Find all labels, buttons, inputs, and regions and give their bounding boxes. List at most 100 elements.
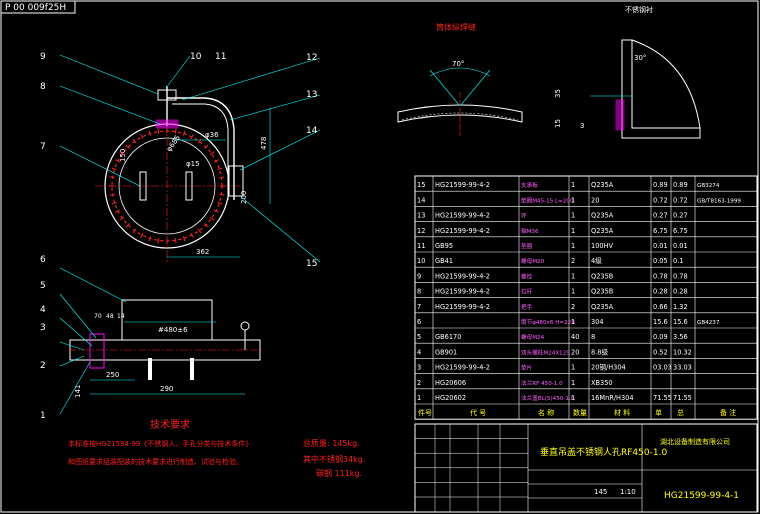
bom-cell-note: GB/T8163-1999 (697, 198, 741, 204)
balloon-14: 14 (306, 126, 318, 136)
bom-cell-name: 螺母M24 (521, 333, 545, 341)
weld-angle-arc (429, 67, 491, 77)
leader-4 (59, 317, 93, 347)
title-bar-box (0, 0, 76, 14)
leader-14 (239, 129, 321, 171)
leader-6 (59, 267, 127, 303)
bom-cell-mat: 20 (591, 196, 599, 204)
title-bar-text: P 00 009f25H (5, 3, 66, 13)
bom-cell-w1: 0.28 (653, 288, 668, 296)
bom-cell-mat: 304 (591, 318, 604, 326)
bom-cell-name: 把手 (521, 303, 533, 311)
bolt-tick (204, 144, 209, 149)
weld-angle-line-2 (459, 69, 491, 107)
bom-cell-w1: 6.75 (653, 227, 668, 235)
bom-cell-name: 轴M36 (521, 227, 539, 235)
bolt-tick (213, 209, 219, 213)
bom-cell-mat: 20钢/H304 (591, 364, 626, 372)
leader-7 (59, 145, 141, 187)
bom-cell-w2: 3.56 (673, 333, 688, 341)
balloon-1: 1 (40, 411, 46, 421)
weld-detail-label: 筒体纵焊缝 (436, 22, 476, 32)
tb-weight-value: 145 (594, 488, 607, 496)
bom-cell-no: 8 (417, 288, 421, 296)
bom-cell-qty: 2 (571, 303, 575, 311)
bom-cell-mat: XB350 (591, 379, 613, 387)
bom-cell-qty: 1 (571, 212, 575, 220)
bom-cell-w1: 0.05 (653, 257, 668, 265)
leader-8 (59, 85, 161, 125)
bom-cell-qty: 2 (571, 257, 575, 265)
bom-cell-name: 螺栓 (521, 272, 533, 280)
bolt-tick (119, 216, 125, 221)
bom-cell-w1: 0.78 (653, 272, 668, 280)
leader-2 (59, 355, 85, 367)
side-view: #480±6 290 250 141 70 48 14 (59, 267, 262, 415)
bolt-tick (115, 209, 121, 213)
tb-small-grid (415, 424, 528, 512)
bom-cell-code: HG21599-99-4-2 (435, 227, 490, 235)
bom-cell-name: 垫圈M45-15 L=200 (521, 196, 574, 204)
bom-header-w2: 总 (677, 408, 684, 417)
bolt-tick (190, 134, 194, 140)
bom-cell-qty: 1 (571, 288, 575, 296)
tech-req-line-2: 和图纸要求组装配装的技术要求进行制造、试验与检验。 (68, 457, 243, 466)
weight-steel: 其中不锈钢34kg. (303, 454, 365, 464)
bolt-tick (119, 151, 125, 156)
bom-cell-qty: 1 (571, 394, 575, 402)
bom-cell-code: HG21599-99-4-2 (435, 181, 490, 189)
front-view: φ36 φ15 φ685 150 478 200 362 (59, 54, 321, 263)
bolt-tick (125, 144, 130, 149)
bom-cell-no: 6 (417, 318, 421, 326)
hinge-arm (167, 97, 235, 200)
bom-cell-code: HG20602 (435, 394, 466, 402)
nozzle-neck (121, 299, 213, 341)
bom-cell-w2: 33.03 (673, 364, 692, 372)
dim-d15: φ15 (186, 160, 200, 168)
bom-cell-qty: 1 (571, 227, 575, 235)
bolt-tick (204, 223, 209, 228)
leader-13 (229, 94, 321, 121)
bom-cell-code: GB6170 (435, 333, 461, 341)
hinge-pin (240, 321, 250, 331)
bom-header-name: 名 称 (538, 408, 554, 417)
dim-w362: 362 (196, 248, 209, 256)
balloon-11: 11 (215, 52, 226, 62)
bolt-tick (209, 151, 215, 156)
bom-cell-w2: 0.28 (673, 288, 688, 296)
bom-cell-no: 14 (417, 196, 425, 204)
bom-cell-qty: 1 (571, 364, 575, 372)
leader-15 (239, 195, 321, 263)
bom-cell-w2: 0.27 (673, 212, 688, 220)
tech-req-title: 技术要求 (150, 418, 190, 431)
leader-3 (59, 341, 85, 351)
bolt-tick (132, 138, 137, 144)
bom-cell-code: HG21599-99-4-2 (435, 288, 490, 296)
bolt-tick (213, 159, 219, 163)
bom-cell-name: 螺母M20 (521, 257, 545, 265)
bolt-tick (219, 193, 225, 196)
bolt-tick (157, 128, 160, 134)
bom-cell-mat: Q235A (591, 181, 614, 189)
weld-hatch (401, 112, 519, 121)
drawing-title: 垂直吊盖不锈钢人孔RF450-1.0 (540, 446, 667, 458)
weld-angle-line-1 (429, 69, 461, 107)
bom-cell-w2: 0.89 (673, 181, 688, 189)
bom-cell-no: 9 (417, 272, 421, 280)
bom-cell-qty: 1 (571, 272, 575, 280)
bom-cell-w2: 0.72 (673, 196, 688, 204)
hinge-arm-inner (172, 103, 229, 200)
bolt-tick (148, 130, 152, 136)
bom-cell-code: HG20606 (435, 379, 466, 387)
bom-cell-code: HG21599-99-4-2 (435, 272, 490, 280)
bom-cell-w2: 15.6 (673, 318, 688, 326)
bom-cell-w1: 0.89 (653, 181, 668, 189)
balloon-5: 5 (40, 281, 46, 291)
leader-9 (59, 54, 159, 95)
balloon-2: 2 (40, 361, 46, 371)
dim-w478: 478 (260, 137, 268, 150)
bolt-tick (111, 201, 117, 205)
bom-cell-qty: 1 (571, 379, 575, 387)
